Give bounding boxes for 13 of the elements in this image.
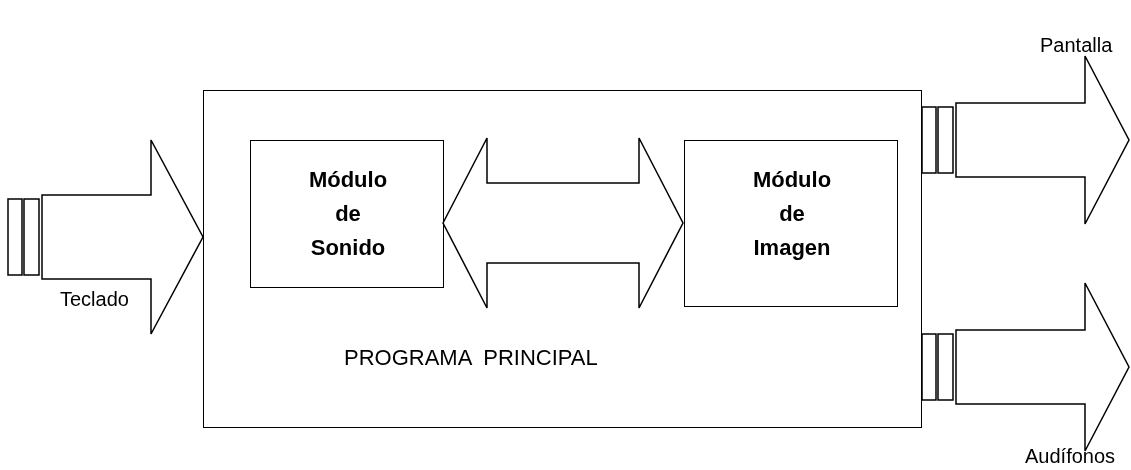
block-arrow — [921, 55, 1130, 225]
module-label: Módulo de Sonido — [307, 166, 389, 262]
block-arrow — [921, 282, 1130, 452]
block-arrow — [442, 137, 684, 309]
edge-label: Audífonos — [1025, 445, 1116, 468]
program-label: PROGRAMA PRINCIPAL — [344, 344, 598, 372]
module-box — [250, 140, 444, 288]
module-label: Módulo de Imagen — [751, 166, 833, 262]
program-box — [203, 90, 922, 428]
edge-label: Teclado — [60, 288, 129, 311]
edge-label: Pantalla — [1040, 34, 1113, 57]
module-box — [684, 140, 898, 307]
block-arrow — [7, 139, 204, 335]
